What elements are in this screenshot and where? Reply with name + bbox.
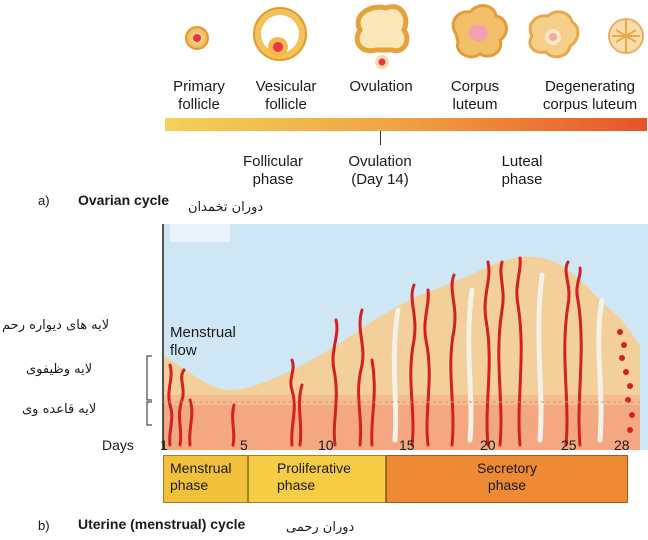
- day-tick-1: 1: [160, 437, 168, 453]
- day-tick-28: 28: [614, 437, 630, 453]
- menstrual-phase-bar: Menstrual phase: [163, 455, 248, 503]
- day-tick-20: 20: [480, 437, 496, 453]
- proliferative-phase-bar: Proliferative phase: [248, 455, 386, 503]
- days-axis-label: Days: [102, 437, 134, 453]
- day-tick-15: 15: [399, 437, 415, 453]
- layer-brackets: [147, 356, 152, 425]
- section-b-letter: b): [38, 518, 50, 533]
- secretory-phase-bar: Secretory phase: [386, 455, 628, 503]
- day-tick-5: 5: [240, 437, 248, 453]
- basal-layer-label: لایه قاعده وی: [22, 402, 146, 417]
- menstrual-flow-label: Menstrual flow: [170, 324, 236, 360]
- day-tick-25: 25: [561, 437, 577, 453]
- functional-layer-label: لایه وظیفوی: [26, 362, 146, 377]
- uterine-cycle-title: Uterine (menstrual) cycle: [78, 516, 245, 532]
- endometrium-layer-label: لایه های دیواره رحم: [2, 318, 152, 333]
- day-tick-10: 10: [318, 437, 334, 453]
- uterine-cycle-title-fa: دوران رحمی: [286, 520, 376, 535]
